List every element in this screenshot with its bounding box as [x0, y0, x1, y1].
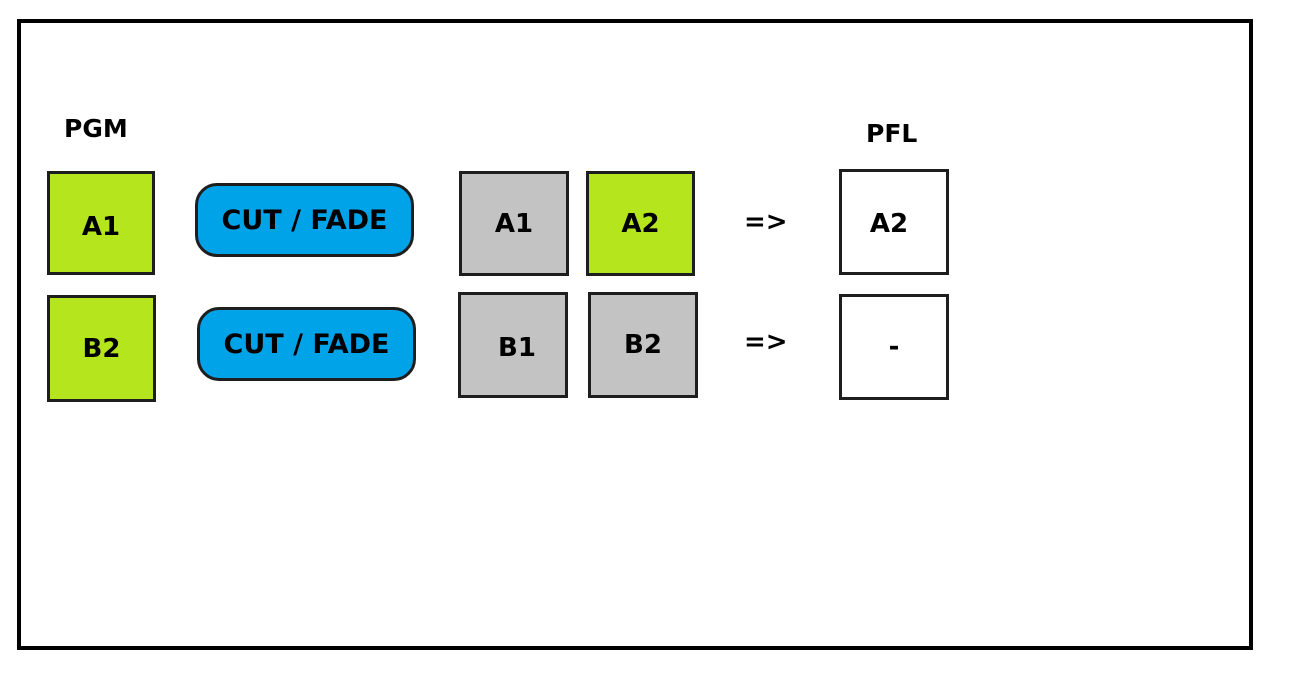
cut-fade-button-row-2[interactable]: CUT / FADE [197, 307, 416, 381]
source-b2-label: B2 [624, 330, 662, 360]
cut-fade-button-row-1-label: CUT / FADE [221, 204, 388, 236]
cut-fade-button-row-1[interactable]: CUT / FADE [195, 183, 414, 257]
arrow-row-2: => [744, 327, 788, 357]
source-b1-box[interactable]: B1 [458, 292, 568, 398]
cut-fade-button-row-2-label: CUT / FADE [223, 328, 390, 360]
pgm-box-row-1[interactable]: A1 [47, 171, 155, 275]
source-b2-box[interactable]: B2 [588, 292, 698, 398]
source-b1-label: B1 [498, 333, 536, 363]
pgm-box-row-1-label: A1 [81, 212, 121, 242]
source-a1-box[interactable]: A1 [459, 171, 569, 276]
source-a2-box[interactable]: A2 [586, 171, 695, 276]
pfl-box-row-1: A2 [839, 169, 949, 275]
pgm-heading: PGM [64, 114, 128, 143]
source-a2-label: A2 [621, 208, 660, 239]
pfl-box-row-2: - [839, 294, 949, 400]
arrow-row-1: => [744, 207, 788, 237]
pfl-row-2-label: - [888, 332, 900, 362]
pgm-box-row-2[interactable]: B2 [47, 295, 156, 402]
pfl-heading: PFL [866, 119, 918, 148]
pgm-box-row-2-label: B2 [82, 333, 121, 364]
pfl-row-1-label: A2 [869, 209, 909, 239]
source-a1-label: A1 [494, 208, 534, 239]
